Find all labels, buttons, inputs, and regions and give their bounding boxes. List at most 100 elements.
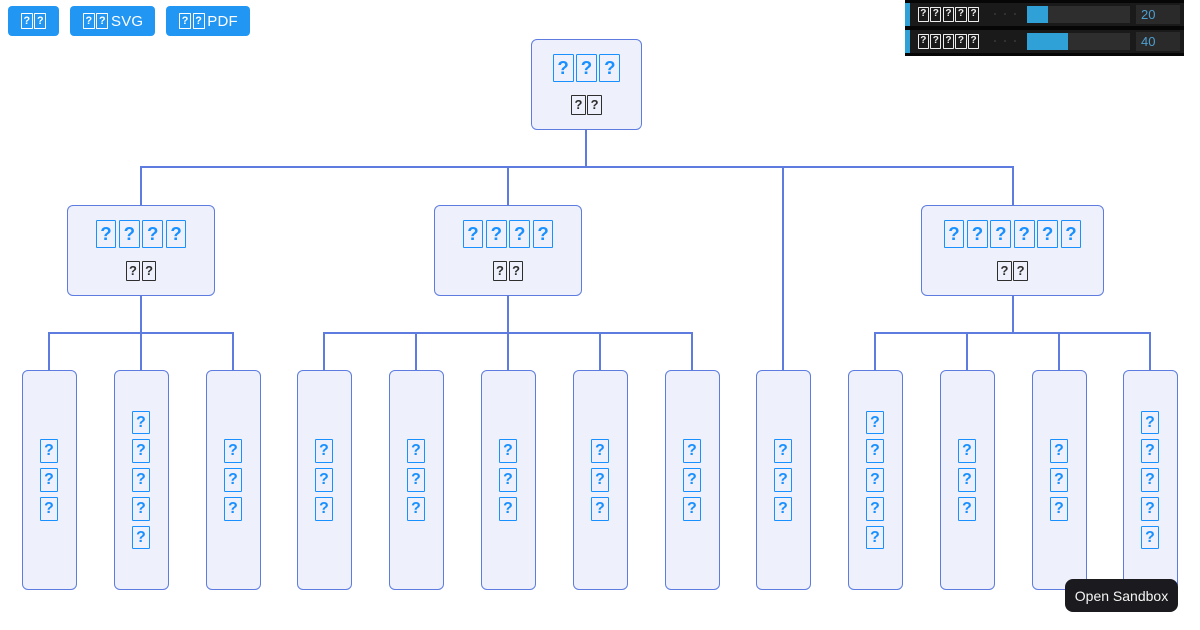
missing-glyph-box: ?	[967, 220, 988, 249]
download-svg-button[interactable]: ??SVG	[70, 6, 156, 36]
missing-glyph-box: ?	[866, 439, 884, 464]
missing-glyph-box: ?	[1141, 468, 1159, 492]
missing-glyph-box: ?	[224, 468, 242, 492]
missing-glyph-box: ?	[407, 439, 425, 464]
missing-glyph-box: ?	[1141, 410, 1159, 435]
dotted-leader	[987, 33, 1021, 50]
org-leaf-node[interactable]: ???	[388, 370, 444, 590]
gui-control-panel: ????? 20????? 40	[905, 0, 1184, 56]
missing-glyph-box: ?	[499, 439, 517, 464]
connector-line	[48, 332, 234, 334]
missing-glyph-box: ?	[576, 54, 597, 83]
missing-glyph-box: ?	[591, 496, 609, 521]
org-leaf-node[interactable]: ???	[755, 370, 811, 590]
missing-glyph-box: ?	[774, 439, 792, 464]
missing-glyph-box: ?	[997, 261, 1012, 281]
gui-property-label: ?????	[910, 33, 980, 50]
org-leaf-node[interactable]: ?????	[1122, 370, 1178, 590]
gui-controller-row: ????? 40	[905, 30, 1184, 53]
missing-glyph-box: ?	[591, 468, 609, 492]
missing-glyph-box: ?	[224, 496, 242, 521]
missing-glyph-box: ?	[132, 496, 150, 521]
missing-glyph-box: ?	[599, 54, 621, 83]
missing-glyph-box: ?	[462, 220, 484, 249]
missing-glyph-box: ?	[1050, 468, 1068, 492]
missing-glyph-box: ?	[40, 439, 58, 464]
missing-glyph-box: ?	[1141, 525, 1159, 550]
missing-glyph-box: ?	[967, 33, 980, 50]
missing-glyph-box: ?	[499, 468, 517, 492]
org-department-node[interactable]: ??????	[67, 205, 215, 296]
node-title: ???	[551, 54, 621, 83]
missing-glyph-box: ?	[866, 468, 884, 492]
org-leaf-node[interactable]: ???	[480, 370, 536, 590]
missing-glyph-box: ?	[683, 439, 701, 464]
missing-glyph-box: ?	[95, 220, 117, 249]
download-button[interactable]: ??	[8, 6, 59, 36]
node-title: ????	[461, 220, 555, 249]
missing-glyph-box: ?	[1141, 496, 1159, 521]
org-leaf-node[interactable]: ???	[664, 370, 720, 590]
missing-glyph-box: ?	[224, 439, 242, 464]
connector-line	[1012, 168, 1014, 205]
missing-glyph-box: ?	[571, 95, 586, 115]
org-leaf-node[interactable]: ?????	[847, 370, 903, 590]
org-leaf-node[interactable]: ?????	[113, 370, 169, 590]
gui-property-label: ?????	[910, 6, 980, 23]
missing-glyph-box: ?	[683, 496, 701, 521]
connector-line	[874, 334, 876, 370]
missing-glyph-box: ?	[591, 439, 609, 464]
connector-line	[140, 166, 1014, 168]
gui-slider[interactable]	[1027, 6, 1130, 23]
connector-line	[1058, 334, 1060, 370]
missing-glyph-box: ?	[942, 6, 954, 23]
missing-glyph-box: ?	[917, 33, 929, 50]
gui-slider-fill	[1027, 33, 1069, 50]
missing-glyph-box: ?	[132, 468, 150, 492]
download-pdf-button[interactable]: ??PDF	[166, 6, 250, 36]
connector-line	[585, 130, 587, 168]
connector-line	[1149, 334, 1151, 370]
node-subtitle: ??	[570, 95, 602, 115]
missing-glyph-box: ?	[942, 33, 954, 50]
missing-glyph-box: ?	[1141, 439, 1159, 464]
missing-glyph-box: ?	[96, 12, 109, 30]
missing-glyph-box: ?	[132, 410, 150, 435]
missing-glyph-box: ?	[142, 220, 164, 249]
connector-line	[48, 334, 50, 370]
missing-glyph-box: ?	[315, 496, 333, 521]
missing-glyph-box: ?	[774, 468, 792, 492]
org-leaf-node[interactable]: ???	[572, 370, 628, 590]
missing-glyph-box: ?	[82, 12, 95, 30]
gui-number-input[interactable]: 40	[1136, 32, 1180, 51]
connector-line	[140, 334, 142, 370]
missing-glyph-box: ?	[930, 33, 942, 50]
connector-line	[232, 334, 234, 370]
gui-controller-row: ????? 20	[905, 3, 1184, 26]
missing-glyph-box: ?	[943, 220, 965, 249]
missing-glyph-box: ?	[192, 12, 205, 30]
org-leaf-node[interactable]: ???	[296, 370, 352, 590]
open-sandbox-button[interactable]: Open Sandbox	[1065, 579, 1178, 612]
connector-line	[1012, 296, 1014, 334]
gui-slider[interactable]	[1027, 33, 1130, 50]
missing-glyph-box: ?	[1050, 496, 1068, 521]
node-title: ????	[94, 220, 188, 249]
org-leaf-node[interactable]: ???	[1031, 370, 1087, 590]
missing-glyph-box: ?	[34, 12, 47, 30]
org-root-node[interactable]: ?????	[531, 39, 642, 130]
org-leaf-node[interactable]: ???	[939, 370, 995, 590]
node-subtitle: ??	[125, 261, 157, 281]
missing-glyph-box: ?	[125, 261, 141, 281]
gui-number-input[interactable]: 20	[1136, 5, 1180, 24]
node-subtitle: ??	[996, 261, 1028, 281]
org-leaf-node[interactable]: ???	[205, 370, 261, 590]
missing-glyph-box: ?	[1013, 220, 1035, 249]
org-department-node[interactable]: ????????	[921, 205, 1104, 296]
missing-glyph-box: ?	[958, 496, 976, 521]
org-leaf-node[interactable]: ???	[21, 370, 77, 590]
missing-glyph-box: ?	[40, 468, 58, 492]
missing-glyph-box: ?	[508, 261, 524, 281]
org-department-node[interactable]: ??????	[434, 205, 582, 296]
